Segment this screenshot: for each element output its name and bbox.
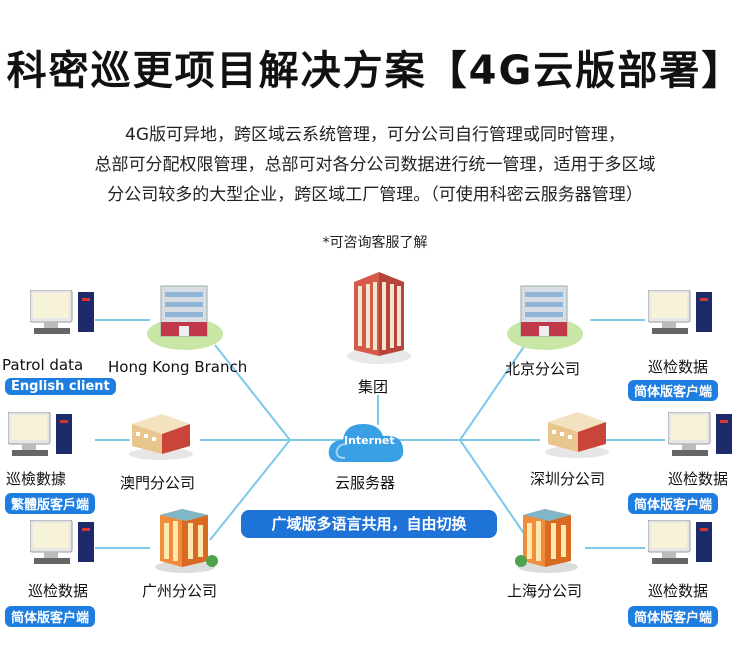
client-label-shenzhen: 巡检数据 — [668, 470, 729, 488]
shanghai-branch-building-icon — [515, 509, 578, 573]
internet-cloud-icon — [328, 424, 404, 462]
client-badge-guangzhou: 简体版客户端 — [5, 606, 96, 627]
client-badge-macau: 繁體版客戶端 — [5, 493, 96, 514]
computer-icon-hk — [30, 290, 94, 334]
computer-icon-guangzhou — [30, 520, 94, 564]
hq-label: 集团 — [358, 378, 389, 396]
branch-label-hk: Hong Kong Branch — [108, 358, 248, 376]
shenzhen-branch-building-icon — [545, 412, 609, 458]
client-label-macau: 巡檢數據 — [6, 470, 67, 488]
macau-branch-building-icon — [129, 414, 193, 460]
beijing-branch-building-icon — [507, 285, 583, 350]
description-line-2: 总部可分配权限管理，总部可对各分公司数据进行统一管理，适用于多区域 — [94, 155, 656, 175]
client-label-shanghai: 巡检数据 — [648, 582, 709, 600]
branch-label-beijing: 北京分公司 — [505, 360, 581, 378]
internet-text: Internet — [344, 434, 395, 447]
client-label-guangzhou: 巡检数据 — [28, 582, 89, 600]
branch-label-shanghai: 上海分公司 — [507, 582, 583, 600]
client-badge-beijing: 简体版客户端 — [628, 380, 719, 401]
multilingual-banner: 广域版多语言共用，自由切换 — [241, 510, 497, 538]
computer-icon-shanghai — [648, 520, 712, 564]
page-title: 科密巡更项目解决方案【4G云版部署】 — [6, 48, 744, 94]
computer-icon-beijing — [648, 290, 712, 334]
computer-icon-shenzhen — [668, 412, 732, 456]
client-badge-hk: English client — [5, 378, 116, 395]
cloud-server-label: 云服务器 — [335, 474, 396, 492]
description-line-1: 4G版可异地，跨区域云系统管理，可分公司自行管理或同时管理， — [125, 125, 625, 145]
consult-note: *可咨询客服了解 — [322, 235, 428, 251]
computer-icon-macau — [8, 412, 72, 456]
guangzhou-branch-building-icon — [155, 509, 218, 573]
branch-label-macau: 澳門分公司 — [120, 474, 196, 492]
description-line-3: 分公司较多的大型企业，跨区域工厂管理。（可使用科密云服务器管理） — [107, 185, 643, 205]
hq-building-icon — [347, 272, 411, 364]
client-badge-shanghai: 简体版客户端 — [628, 606, 719, 627]
client-badge-shenzhen: 简体版客户端 — [628, 493, 719, 514]
client-label-beijing: 巡检数据 — [648, 358, 709, 376]
branch-label-shenzhen: 深圳分公司 — [530, 470, 606, 488]
branch-label-guangzhou: 广州分公司 — [142, 582, 218, 600]
client-label-hk: Patrol data — [2, 356, 84, 374]
hk-branch-building-icon — [147, 285, 223, 350]
